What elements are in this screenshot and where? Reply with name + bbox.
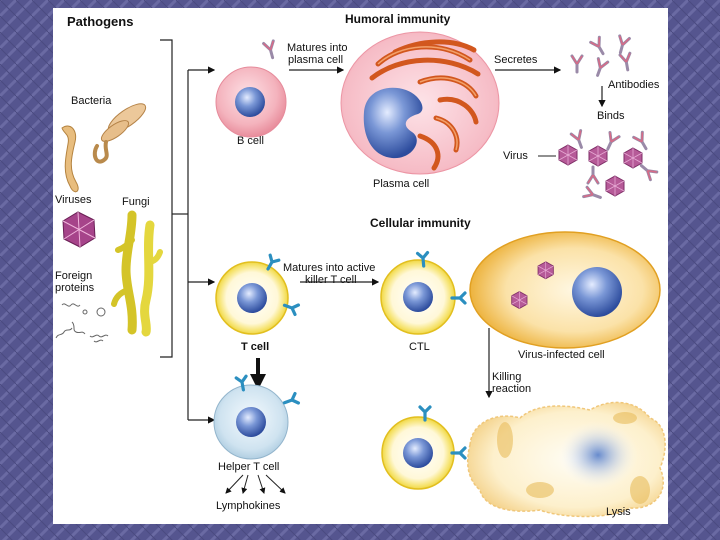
foreign-proteins-label-1: Foreign [55, 270, 92, 282]
helper-t-cell [214, 376, 298, 459]
binds-label: Binds [597, 110, 625, 122]
secretes-label: Secretes [494, 54, 537, 66]
lymphokine-arrows [226, 475, 285, 493]
matures-ctl-label-1: Matures into active [283, 262, 375, 274]
killing-reaction-label-1: Killing [492, 371, 521, 383]
foreign-proteins-label-2: proteins [55, 282, 94, 294]
ctl-cell-attacking [382, 407, 465, 489]
virus-icon [63, 212, 95, 247]
ctl-label: CTL [409, 341, 430, 353]
killing-reaction-label-2: reaction [492, 383, 531, 395]
fungi-icon [114, 215, 160, 332]
matures-ctl-label-2: killer T cell [305, 274, 357, 286]
fungi-label: Fungi [122, 196, 150, 208]
helper-t-cell-label: Helper T cell [218, 461, 279, 473]
b-cell-label: B cell [237, 135, 264, 147]
infected-cell-label: Virus-infected cell [518, 349, 605, 361]
virus-antibody-complex [559, 131, 657, 202]
antibody-icon [572, 36, 633, 77]
lysed-cell [468, 402, 665, 516]
b-cell [216, 41, 286, 137]
humoral-heading: Humoral immunity [345, 13, 450, 26]
pathogens-heading: Pathogens [67, 15, 133, 28]
virus-infected-cell [470, 232, 660, 348]
bacteria-label: Bacteria [71, 95, 111, 107]
virus-label: Virus [503, 150, 528, 162]
matures-plasma-label-2: plasma cell [288, 54, 343, 66]
plasma-cell-label: Plasma cell [373, 178, 429, 190]
cellular-heading: Cellular immunity [370, 217, 471, 230]
antibodies-label: Antibodies [608, 79, 659, 91]
ctl-cell [381, 253, 465, 334]
plasma-cell [341, 32, 499, 174]
matures-plasma-label-1: Matures into [287, 42, 348, 54]
lysis-label: Lysis [606, 506, 631, 518]
lymphokines-label: Lymphokines [216, 500, 280, 512]
viruses-label: Viruses [55, 194, 91, 206]
bacteria-icon [62, 99, 150, 192]
foreign-proteins-icon [56, 304, 108, 342]
t-cell-label: T cell [241, 341, 269, 353]
